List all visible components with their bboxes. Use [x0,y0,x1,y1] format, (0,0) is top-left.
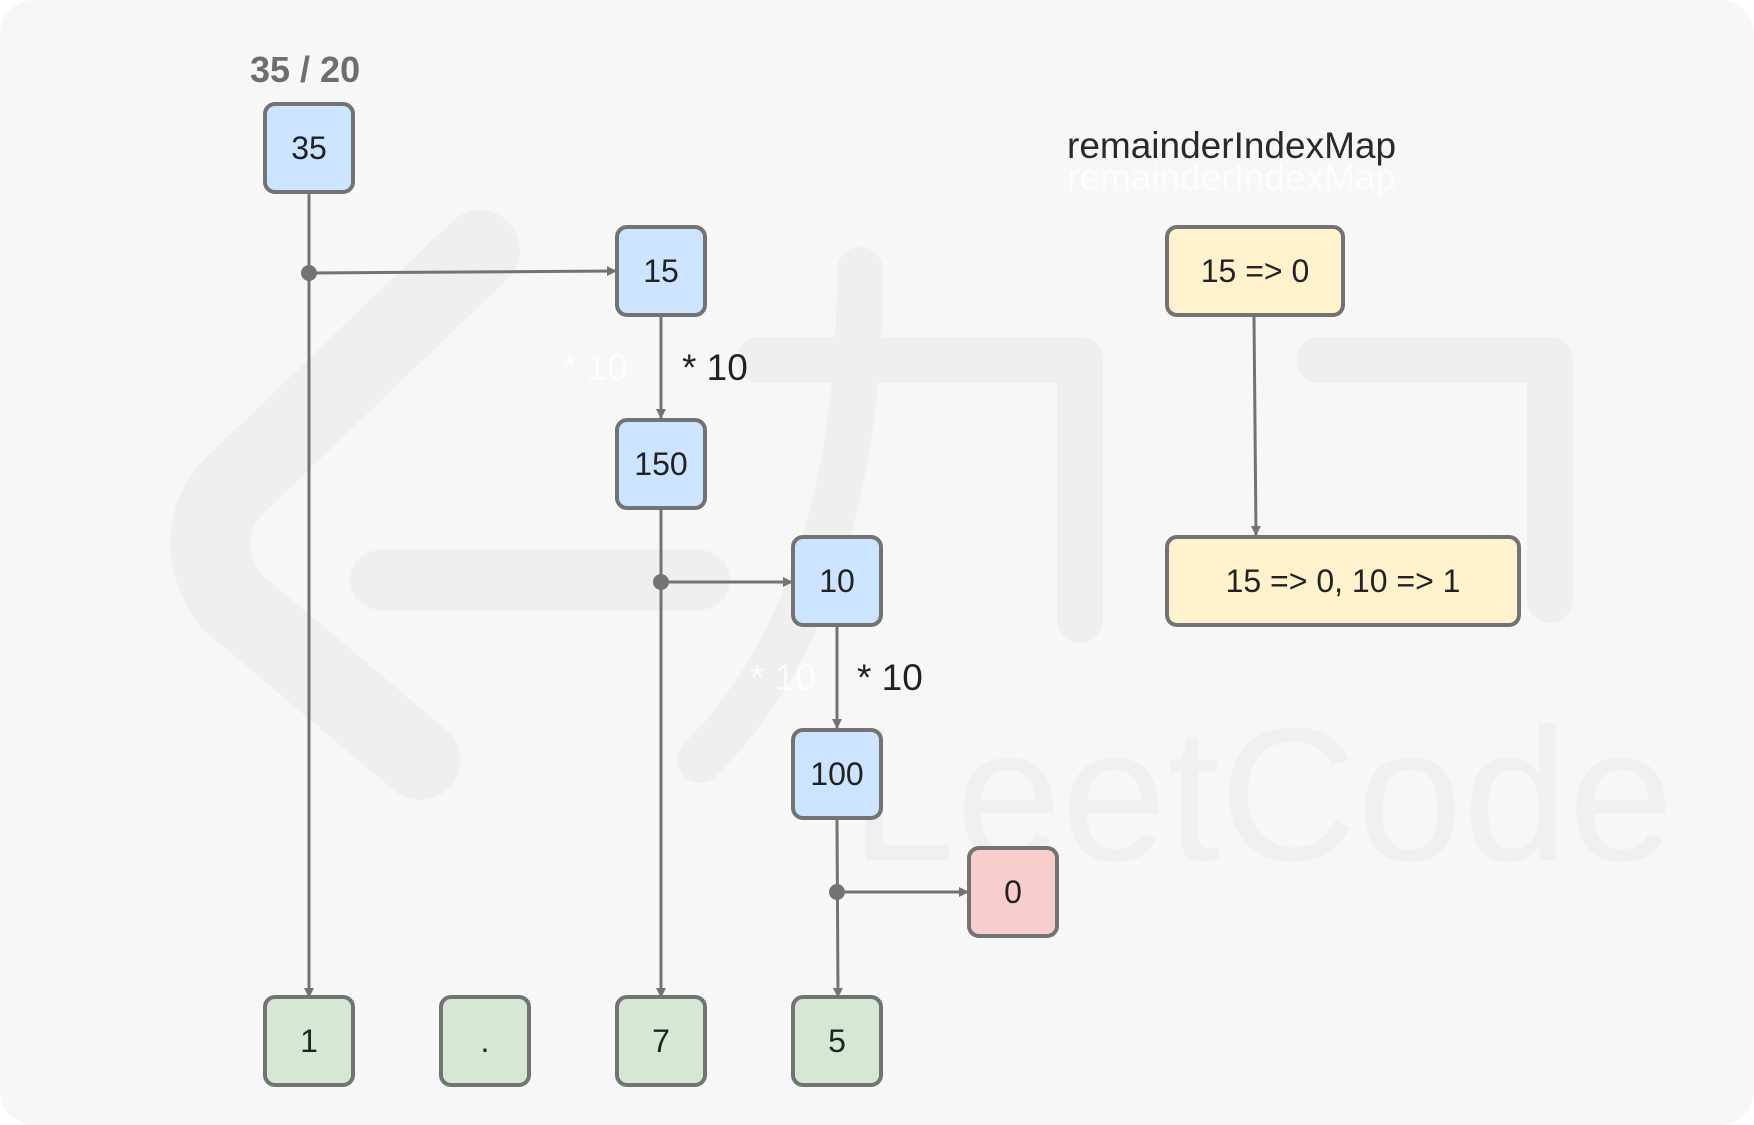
division-title: 35 / 20 [250,49,360,90]
node-label: 5 [828,1023,846,1059]
digit-node-7: 7 [615,995,707,1087]
multiply-label-1: * 10 [682,347,748,388]
node-label: . [481,1023,490,1059]
edge-branch-to-15 [308,266,617,277]
junction-dot-3 [829,884,845,900]
node-remainder-10: 10 [791,535,883,627]
node-remainder-0: 0 [967,846,1059,938]
node-label: 100 [810,756,863,792]
node-dividend-35: 35 [263,102,355,194]
map-state-label: 15 => 0 [1201,253,1310,289]
digit-node-decimal-point: . [439,995,531,1087]
multiply-label-2: * 10 [857,657,923,698]
connectors [304,192,1261,998]
map-title: remainderIndexMap [1067,125,1396,166]
node-label: 7 [652,1023,670,1059]
map-state-label: 15 => 0, 10 => 1 [1226,563,1461,599]
multiply-label-1-ghost: * 10 [562,347,628,388]
map-title-ghost: remainderIndexMap [1067,157,1396,198]
node-label: 35 [291,130,327,166]
digit-node-5: 5 [791,995,883,1087]
map-state-2: 15 => 0, 10 => 1 [1165,535,1521,627]
map-state-1: 15 => 0 [1165,225,1345,317]
node-label: 0 [1004,874,1022,910]
node-remainder-15: 15 [615,225,707,317]
digit-node-1: 1 [263,995,355,1087]
node-value-150: 150 [615,418,707,510]
junction-dots [301,265,845,900]
node-value-100: 100 [791,728,883,820]
edge-map-state-1-to-2 [1250,315,1261,536]
multiply-label-2-ghost: * 10 [750,657,816,698]
node-label: 150 [634,446,687,482]
node-label: 10 [819,563,855,599]
junction-dot-2 [653,574,669,590]
junction-dot-1 [301,265,317,281]
node-label: 1 [300,1023,318,1059]
edge-100-to-digit-5 [832,819,843,998]
node-label: 15 [643,253,679,289]
